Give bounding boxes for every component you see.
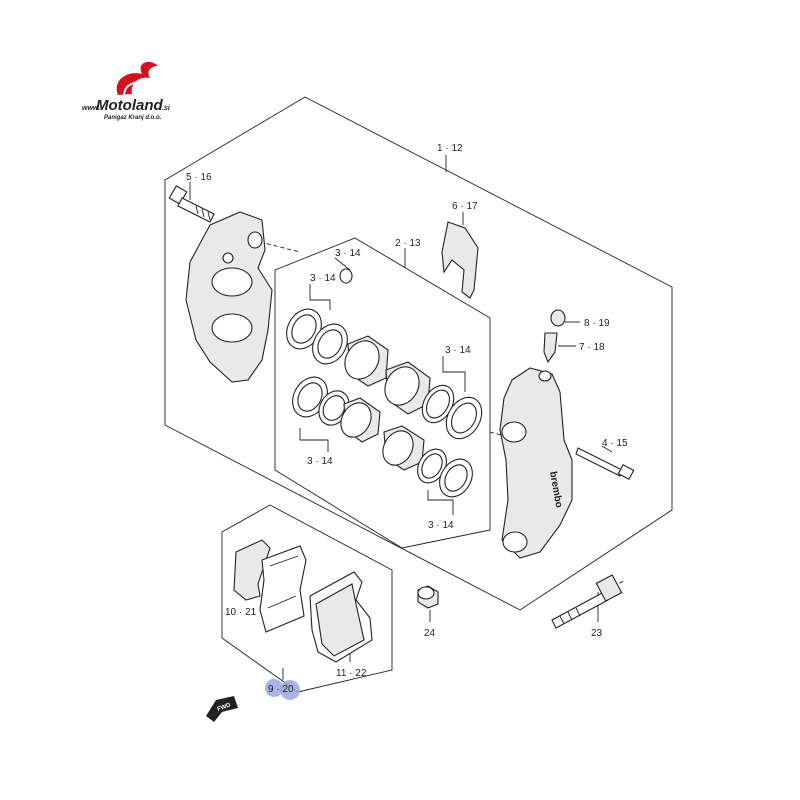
label-10-21: 10 · 21 — [225, 607, 257, 618]
label-7-18: 7 · 18 — [579, 342, 605, 353]
highlight-9[interactable] — [265, 679, 283, 697]
logo-suffix: .si — [162, 105, 171, 112]
caliper-pin-4 — [575, 447, 623, 477]
piston-kit-outline — [274, 237, 491, 549]
forward-arrow: FWD — [206, 696, 238, 722]
highlight-20[interactable] — [280, 680, 300, 700]
label-8-19: 8 · 19 — [584, 318, 610, 329]
label-3-14-washer: 3 · 14 — [335, 248, 361, 259]
right-caliper-half: brembo — [499, 367, 573, 559]
label-23: 23 — [591, 628, 603, 639]
washer-small — [339, 268, 353, 284]
logo-name: Motoland — [96, 97, 163, 114]
label-6-17: 6 · 17 — [452, 201, 478, 212]
caliper-bolt-5 — [168, 185, 215, 223]
label-2-13: 2 · 13 — [395, 238, 421, 249]
pad-pin-plate — [441, 221, 479, 299]
label-5-16: 5 · 16 — [186, 172, 212, 183]
bleeder-cap — [550, 309, 566, 327]
left-caliper-half — [185, 211, 273, 383]
brake-pad-right — [309, 571, 373, 663]
pistons — [340, 335, 431, 471]
caliper-assembly-outline — [164, 96, 673, 611]
piston-seals-right — [417, 384, 483, 498]
label-4-15: 4 · 15 — [602, 438, 628, 449]
mounting-bolt-23 — [551, 574, 623, 629]
label-1-12: 1 · 12 — [437, 143, 463, 154]
washer-24 — [417, 585, 439, 609]
caliper-pin-4-head — [617, 464, 635, 480]
label-3-14-lower-left: 3 · 14 — [307, 456, 333, 467]
pad-set-outline — [221, 504, 393, 693]
motoland-logo: www. Motoland .si Panigaz Kranj d.o.o. — [82, 61, 171, 121]
brake-pad-left — [233, 539, 307, 633]
label-3-14-seals-right: 3 · 14 — [445, 345, 471, 356]
label-11-22: 11 · 22 — [336, 668, 367, 679]
label-9-20: 9 · 20 — [268, 684, 294, 695]
logo-www: www. — [82, 105, 100, 112]
label-3-14-lower-right: 3 · 14 — [428, 520, 454, 531]
label-3-14-seals-left: 3 · 14 — [310, 273, 336, 284]
piston-seals-left — [286, 308, 350, 426]
bleeder-screw — [543, 332, 558, 364]
logo-company: Panigaz Kranj d.o.o. — [104, 115, 162, 121]
label-24: 24 — [424, 628, 436, 639]
fwd-label: FWD — [217, 702, 233, 713]
